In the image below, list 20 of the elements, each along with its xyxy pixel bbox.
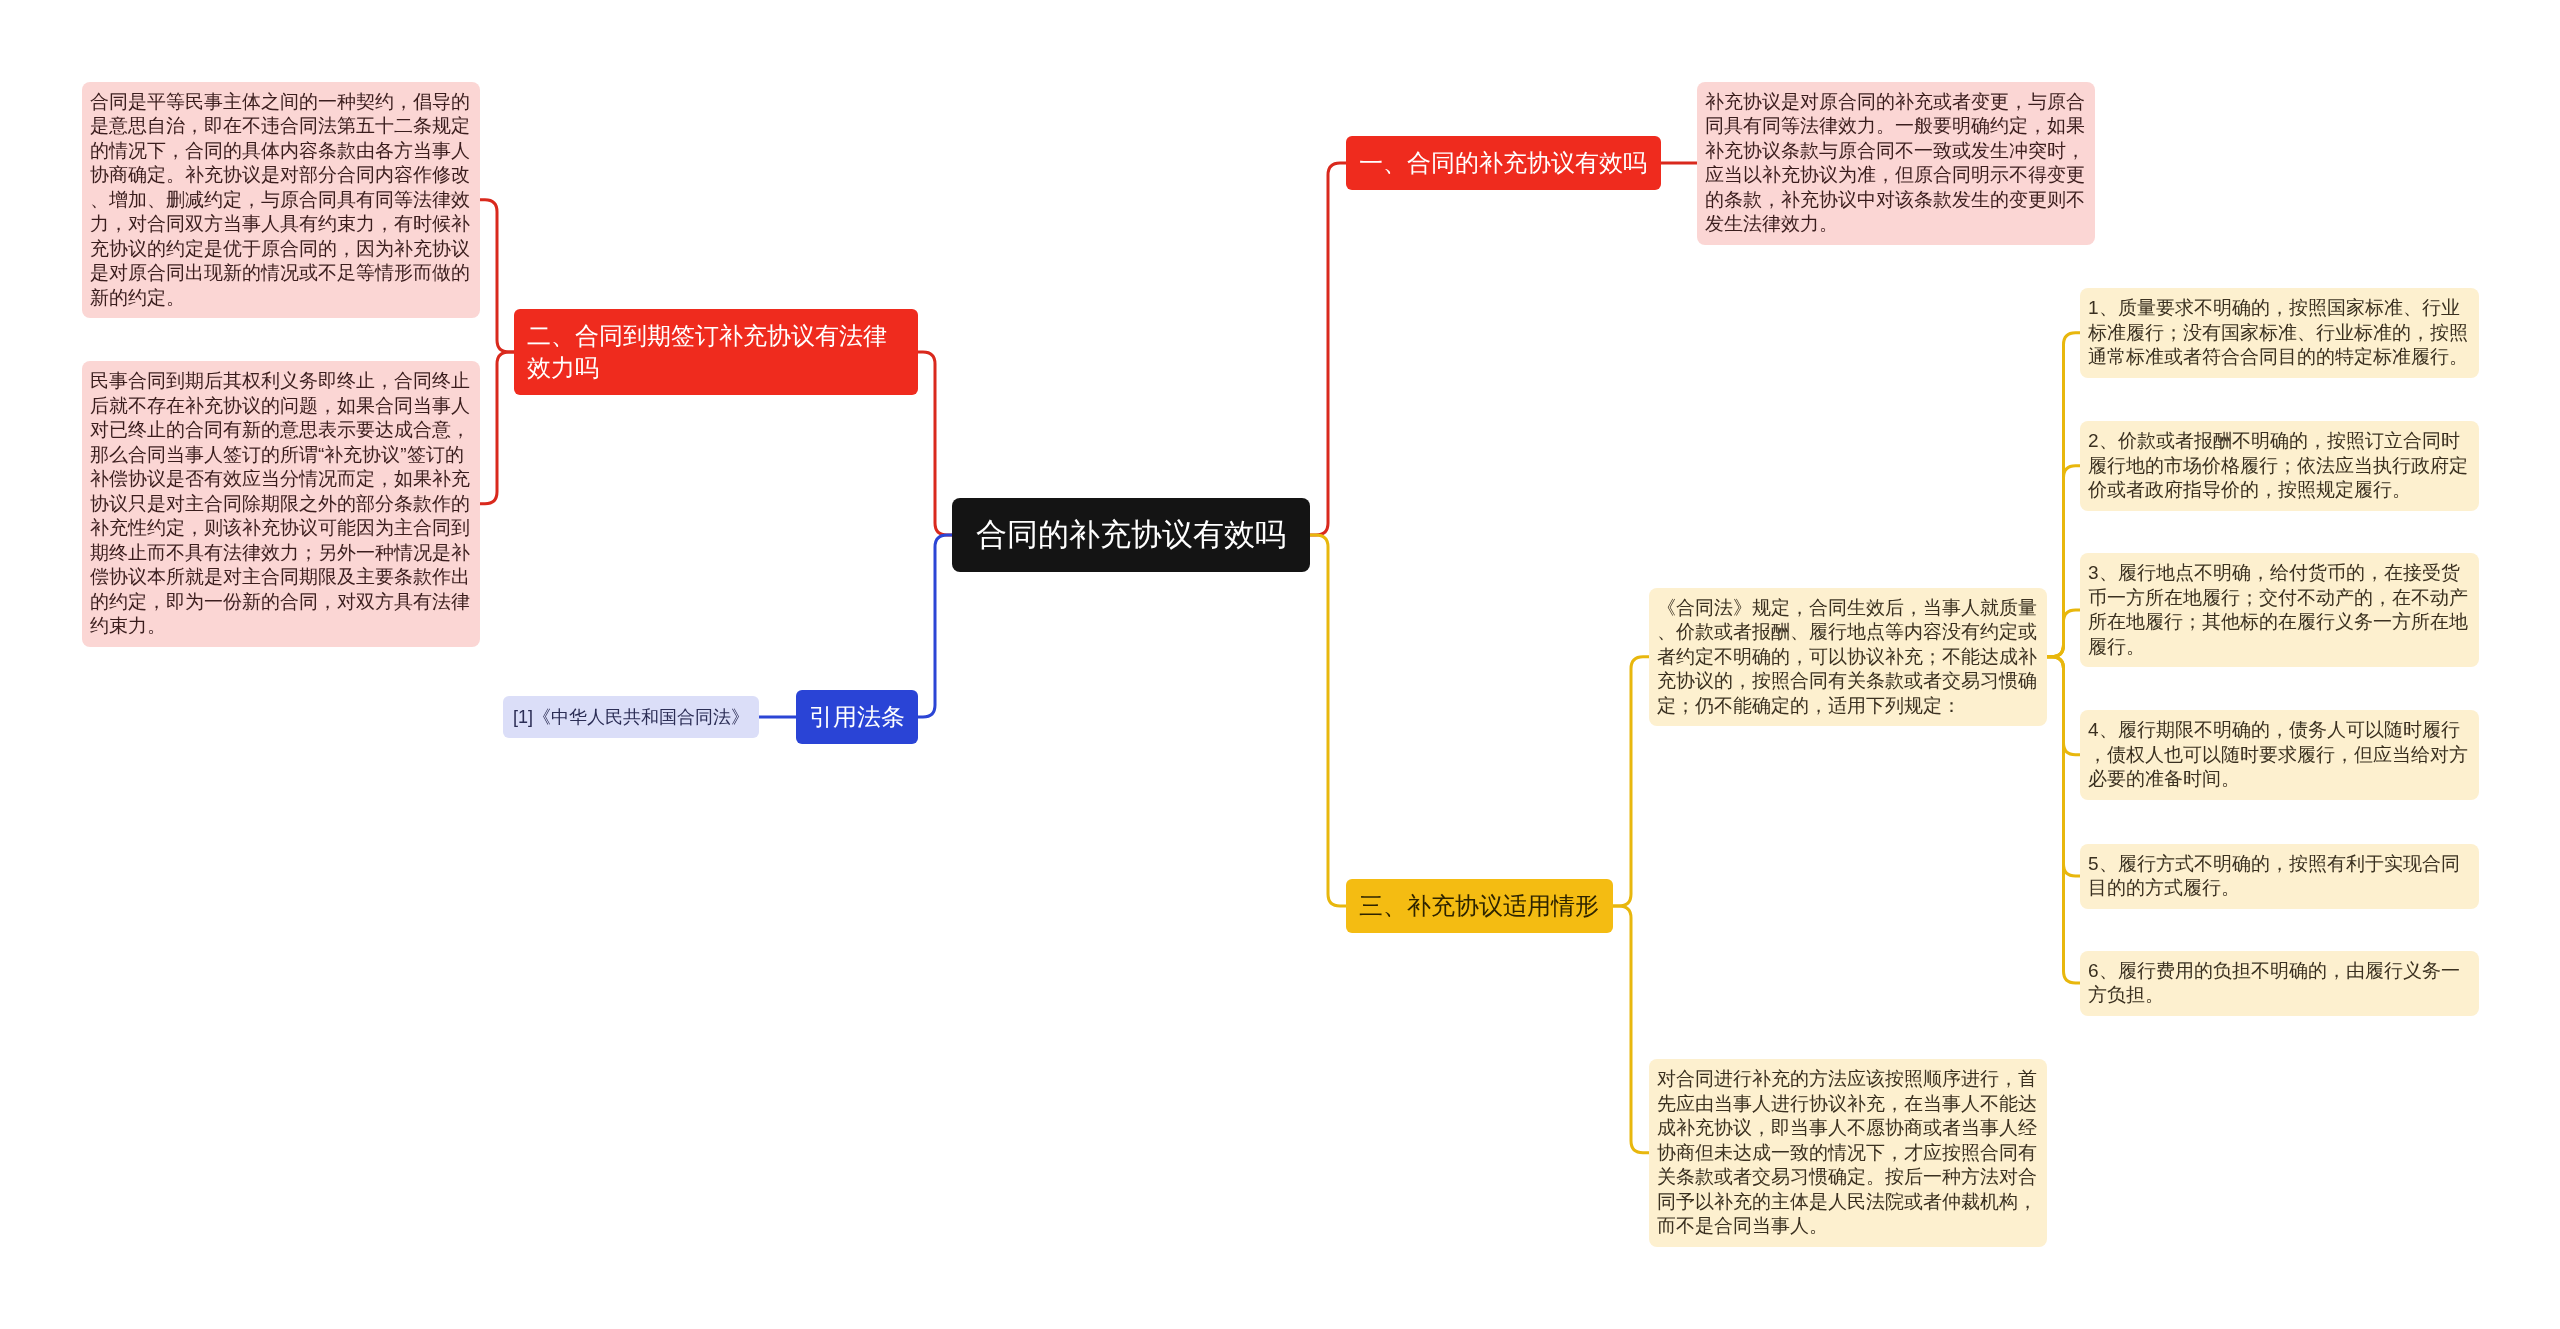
note-card: 3、履行地点不明确，给付货币的，在接受货币一方所在地履行；交付不动产的，在不动产所在地履行；其他标的在履行义务一方所在地履行。: [2080, 553, 2479, 667]
central-topic-box: 合同的补充协议有效吗: [952, 498, 1310, 572]
branch-topic-box: 引用法条: [796, 690, 918, 744]
note-card: 补充协议是对原合同的补充或者变更，与原合同具有同等法律效力。一般要明确约定，如果补充协议条款与原合同不一致或发生冲突时，应当以补充协议为准，但原合同明示不得变更的条款，补充协议中对该条款发生的变更则不发生法律效力。: [1697, 81, 2095, 245]
reference-tag: [1]《中华人民共和国合同法》: [503, 696, 759, 738]
connector-line: [1310, 533, 1346, 908]
note-card: 对合同进行补充的方法应该按照顺序进行，首先应由当事人进行协议补充，在当事人不能达成补充协议，即当事人不愿协商或者当事人经协商但未达成一致的情况下，才应按照合同有关条款或者交易习惯确定。按后一种方法对合同予以补充的主体是人民法院或者仲裁机构，而不是合同当事人。: [1649, 1059, 2047, 1247]
connector-line: [759, 715, 796, 719]
note-card: 民事合同到期后其权利义务即终止，合同终止后就不存在补充协议的问题，如果合同当事人对已终止的合同有新的意思表示要达成合意，那么合同当事人签订的所谓“补充协议”签订的补偿协议是否有效应当分情况而定，如果补充协议只是对主合同除期限之外的部分条款作的补充性约定，则该补充协议可能因为主合同到期终止而不具有法律效力；另外一种情况是补偿协议本所就是对主合同期限及主要条款作出的约定，即为一份新的合同，对双方具有法律约束力。: [82, 361, 480, 647]
note-card: 4、履行期限不明确的，债务人可以随时履行，债权人也可以随时要求履行，但应当给对方必要的准备时间。: [2080, 710, 2479, 800]
branch-topic-box: 一、合同的补充协议有效吗: [1346, 136, 1661, 190]
connector-line: [1661, 161, 1697, 165]
note-card: 1、质量要求不明确的，按照国家标准、行业标准履行；没有国家标准、行业标准的，按照通常标准或者符合合同目的的特定标准履行。: [2080, 288, 2479, 378]
note-card: 6、履行费用的负担不明确的，由履行义务一方负担。: [2080, 950, 2479, 1016]
branch-topic-box: 三、补充协议适用情形: [1346, 879, 1613, 933]
branch-topic-box: 二、合同到期签订补充协议有法律效力吗: [514, 309, 918, 395]
note-card: 2、价款或者报酬不明确的，按照订立合同时履行地的市场价格履行；依法应当执行政府定价或者政府指导价的，按照规定履行。: [2080, 421, 2479, 511]
note-card: 合同是平等民事主体之间的一种契约，倡导的是意思自治，即在不违合同法第五十二条规定的情况下，合同的具体内容条款由各方当事人协商确定。补充协议是对部分合同内容作修改、增加、删减约定，与原合同具有同等法律效力，对合同双方当事人具有约束力，有时候补充协议的约定是优于原合同的，因为补充协议是对原合同出现新的情况或不足等情形而做的新的约定。: [82, 81, 480, 318]
note-card: 《合同法》规定，合同生效后，当事人就质量、价款或者报酬、履行地点等内容没有约定或者约定不明确的，可以协议补充；不能达成补充协议的，按照合同有关条款或者交易习惯确定；仍不能确定的，适用下列规定：: [1649, 587, 2047, 726]
note-card: 5、履行方式不明确的，按照有利于实现合同目的的方式履行。: [2080, 843, 2479, 909]
